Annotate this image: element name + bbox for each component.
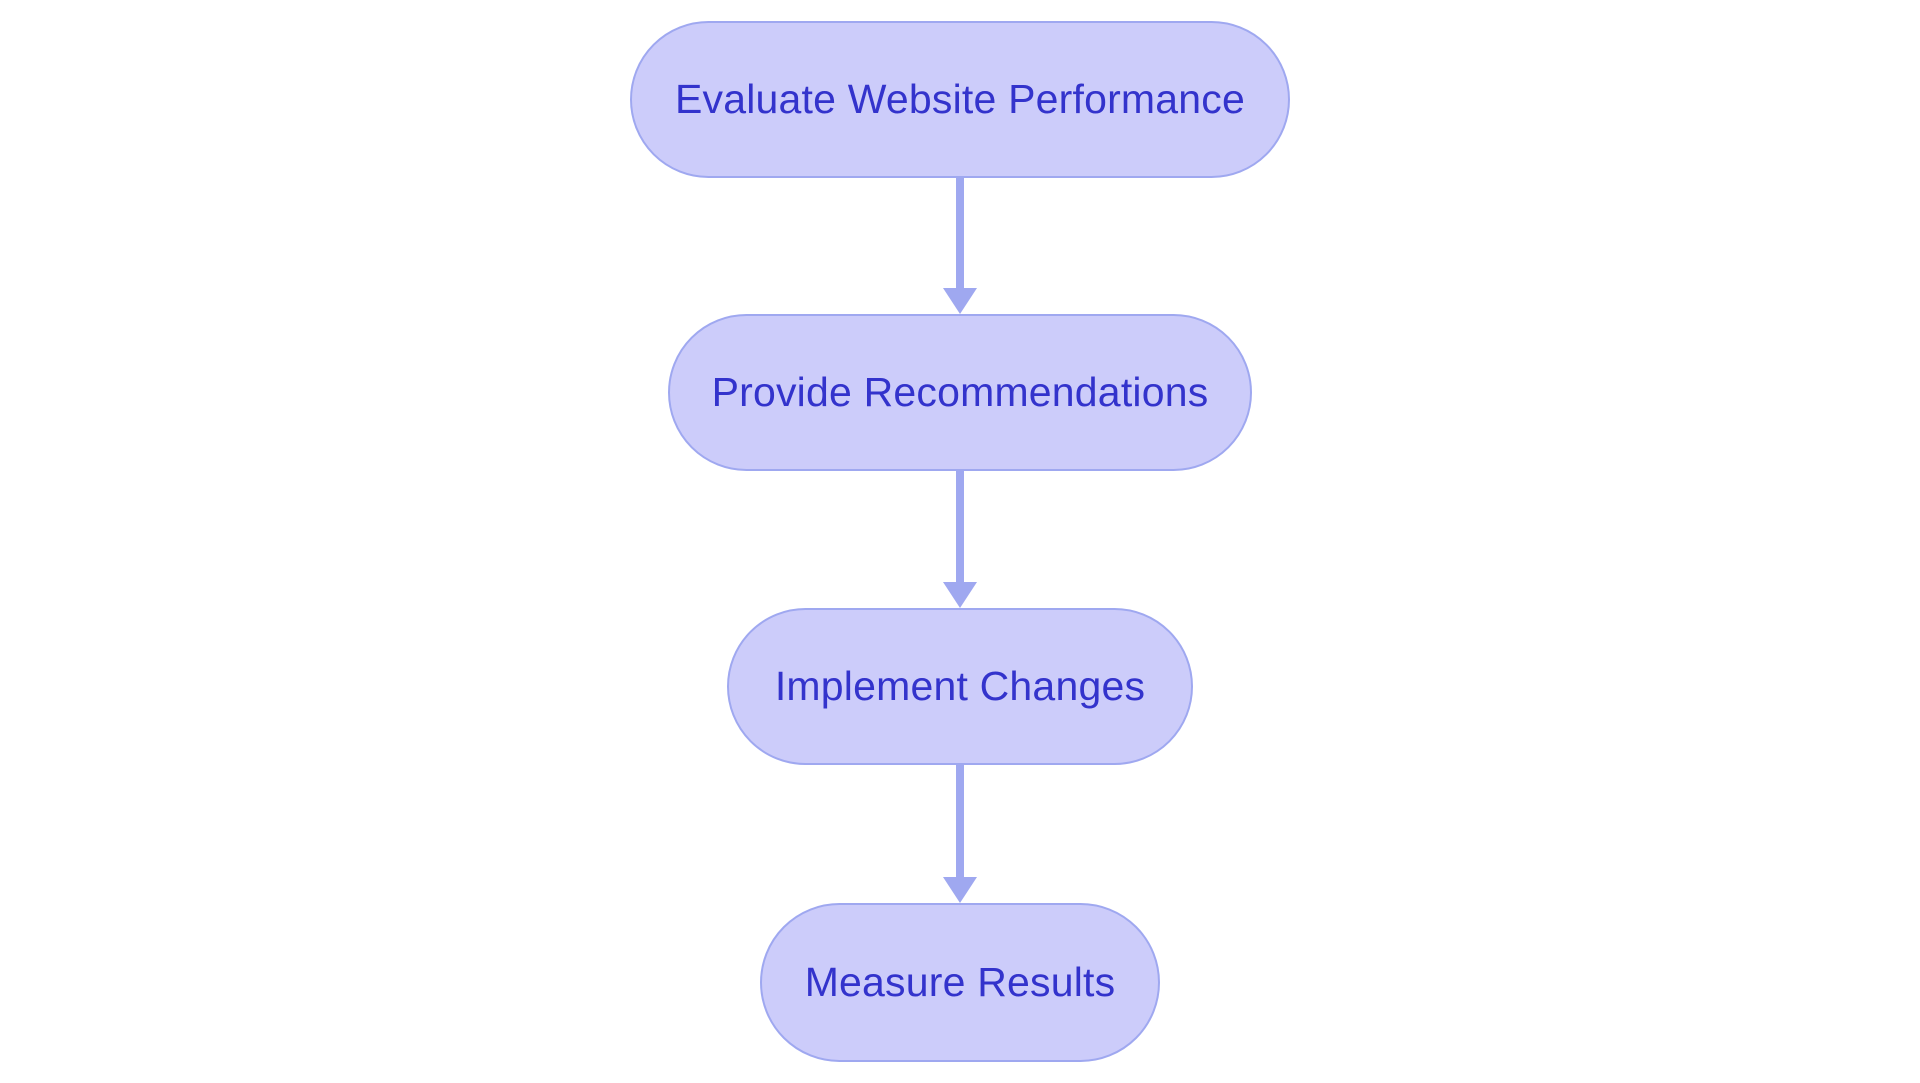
arrowhead-icon — [943, 877, 977, 903]
edge-evaluate-to-provide — [943, 178, 977, 314]
node-label: Measure Results — [804, 959, 1116, 1005]
flowchart-node-provide-recommendations[interactable]: Provide Recommendations — [668, 314, 1252, 471]
edge-line — [956, 765, 964, 883]
edge-implement-to-measure — [943, 765, 977, 903]
arrowhead-icon — [943, 288, 977, 314]
node-label: Implement Changes — [774, 663, 1146, 709]
arrowhead-icon — [943, 582, 977, 608]
node-label: Provide Recommendations — [711, 369, 1209, 415]
flowchart-node-evaluate-website-performance[interactable]: Evaluate Website Performance — [630, 21, 1290, 178]
flowchart-node-implement-changes[interactable]: Implement Changes — [727, 608, 1193, 765]
edge-line — [956, 471, 964, 588]
flowchart-node-measure-results[interactable]: Measure Results — [760, 903, 1160, 1062]
edge-provide-to-implement — [943, 471, 977, 608]
edge-line — [956, 178, 964, 294]
node-label: Evaluate Website Performance — [674, 76, 1245, 122]
